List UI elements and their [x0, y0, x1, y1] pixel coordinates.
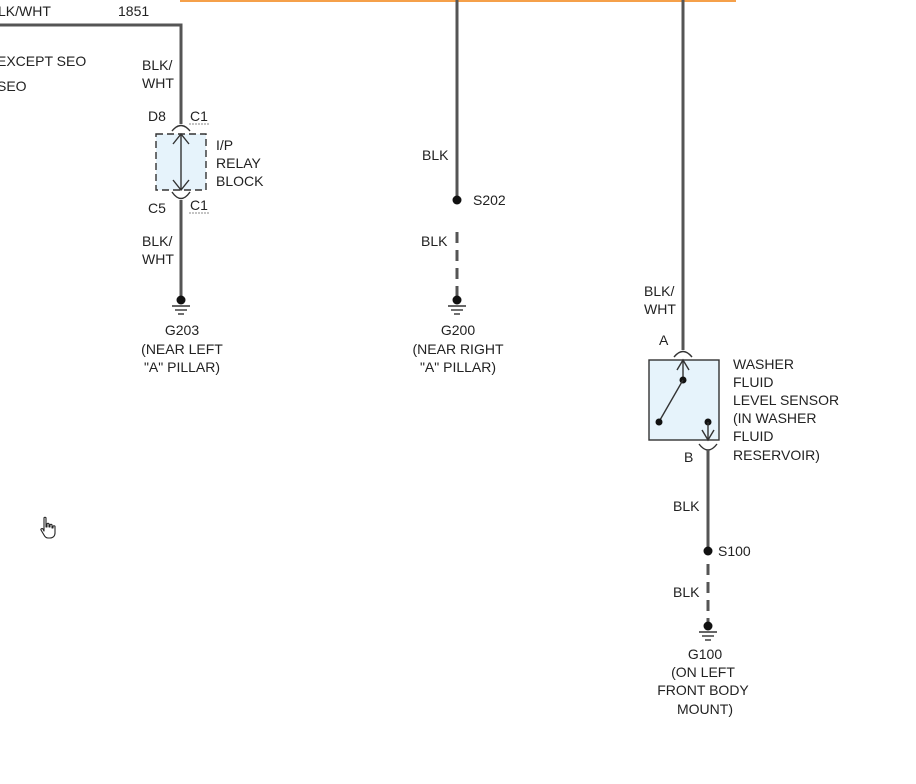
relay-conn-bottom: C1: [190, 197, 208, 213]
washer-switch-contact: [655, 418, 663, 426]
g203-desc-2: "A" PILLAR): [144, 359, 220, 375]
relay-wire-bottom-2: WHT: [142, 251, 174, 267]
option-seo: SEO: [0, 78, 27, 94]
g203-ground-symbol-icon: [172, 295, 190, 315]
g100-ground-symbol-icon: [699, 621, 717, 641]
relay-conn-top: C1: [190, 108, 208, 124]
relay-wire-top-2: WHT: [142, 75, 174, 91]
g200-desc-2: "A" PILLAR): [420, 359, 496, 375]
relay-terminal-bottom-icon: [171, 191, 191, 200]
s100-label: S100: [718, 543, 751, 559]
relay-terminal-top-icon: [171, 124, 191, 132]
g203-id: G203: [165, 322, 199, 338]
g200-desc-1: (NEAR RIGHT: [413, 341, 504, 357]
washer-name-2: FLUID: [733, 374, 773, 390]
g200-id: G200: [441, 322, 475, 338]
relay-name-2: RELAY: [216, 155, 262, 171]
relay-wire-bottom-1: BLK/: [142, 233, 172, 249]
washer-terminal-a-icon: [673, 350, 693, 358]
relay-arrow-up-icon: [172, 132, 190, 145]
middle-wire-top-label: BLK: [422, 147, 449, 163]
right-wire-bottom-label: BLK: [673, 584, 700, 600]
relay-name-1: I/P: [216, 137, 233, 153]
washer-pin-a: A: [659, 332, 669, 348]
relay-wire-top-1: BLK/: [142, 57, 172, 73]
g100-desc-1: (ON LEFT: [671, 664, 735, 680]
top-wire-label: LK/WHT: [0, 3, 51, 19]
washer-wire-top-1: BLK/: [644, 283, 674, 299]
g100-desc-3: MOUNT): [677, 701, 733, 717]
washer-arrow-down-icon: [701, 429, 715, 442]
g203-desc-1: (NEAR LEFT: [141, 341, 223, 357]
relay-arrow-down-icon: [172, 179, 190, 192]
washer-switch-blade: [659, 379, 684, 421]
washer-name-6: RESERVOIR): [733, 447, 820, 463]
washer-name-4: (IN WASHER: [733, 410, 816, 426]
washer-wire-top-2: WHT: [644, 301, 676, 317]
top-wire: [0, 23, 183, 124]
g100-id: G100: [688, 646, 722, 662]
g100-desc-2: FRONT BODY: [657, 682, 749, 698]
relay-pin-c5: C5: [148, 200, 166, 216]
s202-splice-dot: [452, 195, 462, 205]
washer-name-1: WASHER: [733, 356, 794, 372]
hand-pointer-icon: [40, 516, 56, 539]
relay-pin-d8: D8: [148, 108, 166, 124]
washer-terminal-b-icon: [698, 443, 718, 451]
g200-ground-symbol-icon: [448, 295, 466, 315]
s202-label: S202: [473, 192, 506, 208]
option-except-seo: EXCEPT SEO: [0, 53, 86, 69]
s100-splice-dot: [703, 546, 713, 556]
right-wire-top-label: BLK: [673, 498, 700, 514]
washer-pin-b: B: [684, 449, 693, 465]
middle-wire-bottom-label: BLK: [421, 233, 448, 249]
washer-name-3: LEVEL SENSOR: [733, 392, 839, 408]
top-wire-circuit: 1851: [118, 3, 149, 19]
washer-name-5: FLUID: [733, 428, 773, 444]
relay-name-3: BLOCK: [216, 173, 264, 189]
